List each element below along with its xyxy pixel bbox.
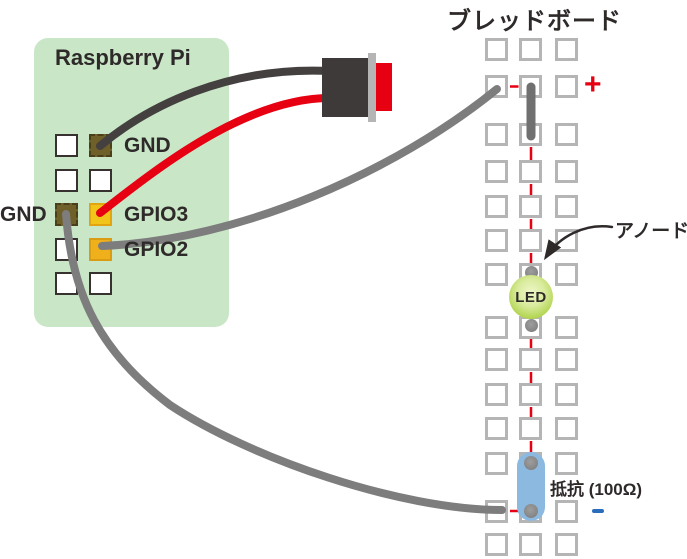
breadboard-hole	[555, 417, 578, 440]
pi-pin	[55, 169, 78, 192]
breadboard-hole	[485, 452, 508, 475]
pi-pin	[89, 169, 112, 192]
breadboard-hole	[485, 160, 508, 183]
raspberry-pi-title: Raspberry Pi	[55, 45, 191, 70]
breadboard-hole	[519, 38, 542, 61]
breadboard-hole	[555, 500, 578, 523]
breadboard-hole	[485, 316, 508, 339]
breadboard-hole	[555, 316, 578, 339]
wire-gpio3-to-button	[96, 94, 334, 217]
resistor-label: 抵抗 (100Ω)	[550, 480, 643, 499]
breadboard-hole	[519, 348, 542, 371]
breadboard-hole	[555, 263, 578, 286]
wire-gnd-to-button	[96, 66, 334, 150]
push-button-collar	[368, 53, 376, 122]
led-body: LED	[509, 275, 553, 319]
breadboard-title: ブレッドボード	[447, 8, 622, 35]
resistor-pin-top	[524, 456, 538, 470]
pi-pin	[55, 134, 78, 157]
resistor-pin-bottom	[524, 504, 538, 518]
breadboard-hole	[555, 195, 578, 218]
gpio2-label: GPIO2	[124, 238, 189, 261]
rail-connection-dashes	[510, 85, 533, 513]
breadboard-hole	[555, 38, 578, 61]
wire-gpio2-to-breadboard	[98, 85, 501, 250]
breadboard-hole	[555, 452, 578, 475]
breadboard-hole	[555, 533, 578, 556]
breadboard-hole	[519, 533, 542, 556]
breadboard-hole	[519, 383, 542, 406]
anode-label: アノード	[615, 221, 687, 242]
breadboard-hole	[485, 123, 508, 146]
negative-rail-label: −	[592, 509, 604, 513]
breadboard-hole	[519, 160, 542, 183]
breadboard-hole	[555, 383, 578, 406]
led-cathode-pin	[524, 318, 538, 332]
pi-pin	[89, 272, 112, 295]
gpio3-label: GPIO3	[124, 203, 189, 226]
breadboard-hole	[485, 533, 508, 556]
breadboard-hole	[485, 263, 508, 286]
breadboard-hole	[555, 348, 578, 371]
push-button-cap	[376, 63, 392, 111]
positive-rail-label: +	[584, 68, 602, 101]
gnd-label: GND	[124, 134, 171, 157]
breadboard-hole	[519, 195, 542, 218]
breadboard-hole	[519, 417, 542, 440]
led-label: LED	[515, 288, 547, 306]
breadboard-hole	[485, 195, 508, 218]
breadboard-hole	[485, 383, 508, 406]
breadboard-hole	[485, 417, 508, 440]
breadboard-hole	[519, 229, 542, 252]
wire-gnd-to-resistor-row	[62, 210, 506, 514]
gnd-left-label: GND	[0, 203, 47, 226]
breadboard-hole	[555, 123, 578, 146]
breadboard-hole	[555, 160, 578, 183]
push-button-body	[322, 58, 369, 117]
breadboard-hole	[555, 75, 578, 98]
breadboard-hole	[485, 348, 508, 371]
breadboard-hole	[485, 38, 508, 61]
breadboard-hole	[485, 229, 508, 252]
